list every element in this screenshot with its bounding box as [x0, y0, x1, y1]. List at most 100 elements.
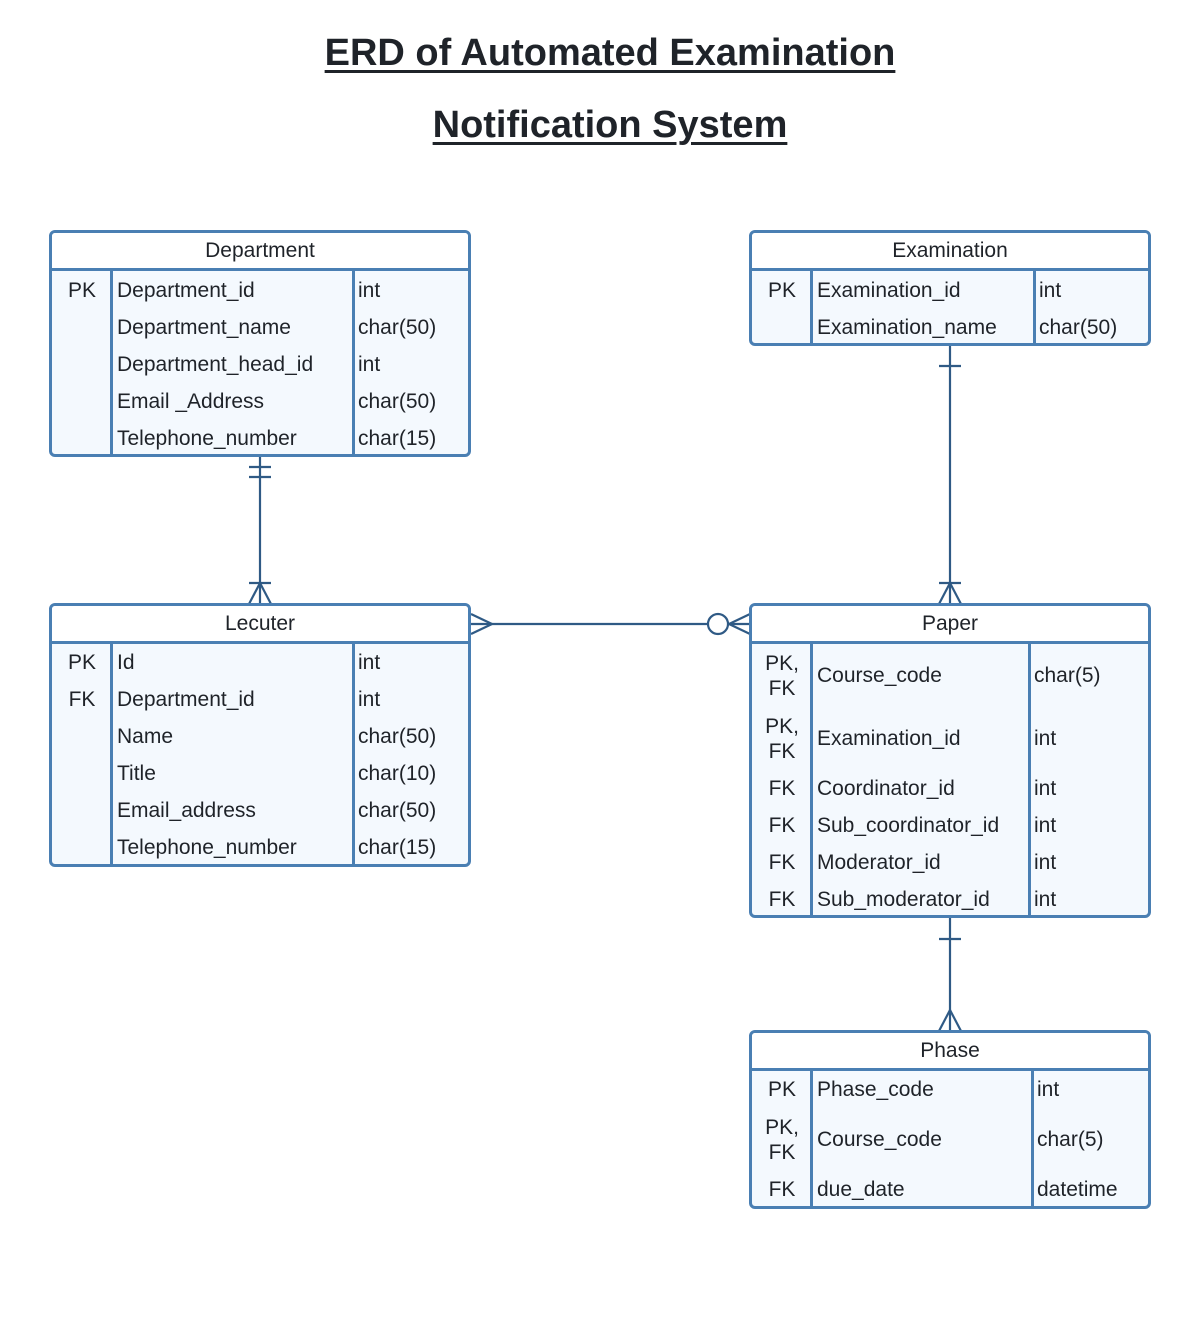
attribute-type: char(15): [358, 426, 437, 450]
attribute-type: int: [358, 687, 381, 711]
attribute-type: char(5): [1034, 663, 1101, 687]
attribute-type: char(50): [358, 389, 437, 413]
diagram-title-line1: ERD of Automated Examination: [324, 32, 896, 74]
attribute-row: PK Phase_code int: [752, 1071, 1148, 1108]
key-marker: FK: [768, 777, 796, 800]
rel-examination-paper: [938, 346, 962, 605]
attribute-type: char(5): [1037, 1127, 1104, 1151]
attribute-name: Name: [117, 724, 174, 748]
key-marker: FK: [768, 814, 796, 837]
crowfoot-left: [248, 582, 261, 605]
attribute-type: char(10): [358, 761, 437, 785]
attribute-type: int: [1034, 887, 1057, 911]
crowfoot-right: [949, 1009, 962, 1032]
key-marker: PK: [767, 1078, 796, 1101]
entity-title: Paper: [752, 606, 1148, 644]
attribute-name: Phase_code: [817, 1077, 934, 1101]
attribute-name: Examination_name: [817, 315, 997, 339]
attribute-name: Title: [117, 761, 156, 785]
attribute-row: PK,FK Course_code char(5): [752, 644, 1148, 707]
attribute-type: datetime: [1037, 1177, 1118, 1201]
attribute-type: int: [1034, 776, 1057, 800]
entity-paper: Paper PK,FK Course_code char(5) PK,FK Examin…: [749, 603, 1151, 918]
crowfoot-top-paper: [728, 613, 751, 625]
attribute-name: Examination_id: [817, 278, 961, 302]
attribute-name: Course_code: [817, 1127, 942, 1151]
attribute-name: Coordinator_id: [817, 776, 955, 800]
attribute-name: Department_name: [117, 315, 291, 339]
key-marker: FK: [768, 888, 796, 911]
attribute-row: FK Coordinator_id int: [752, 770, 1148, 807]
key-marker: PK: [67, 651, 96, 674]
key-marker: PK: [767, 279, 796, 302]
attribute-row: PK,FK Examination_id int: [752, 707, 1148, 770]
attribute-name: Department_id: [117, 278, 255, 302]
attribute-type: int: [1034, 726, 1057, 750]
key-marker: FK: [768, 851, 796, 874]
attribute-type: char(15): [358, 835, 437, 859]
attribute-name: due_date: [817, 1177, 905, 1201]
key-marker: PK,FK: [765, 1115, 799, 1164]
attribute-name: Telephone_number: [117, 426, 297, 450]
attribute-type: int: [1034, 813, 1057, 837]
attribute-name: Examination_id: [817, 726, 961, 750]
attribute-row: Telephone_number char(15): [52, 420, 468, 454]
attribute-row: FK Sub_coordinator_id int: [752, 807, 1148, 844]
rel-paper-phase: [938, 918, 962, 1032]
key-marker: PK,FK: [765, 714, 799, 763]
attribute-row: PK Id int: [52, 644, 468, 681]
attribute-name: Course_code: [817, 663, 942, 687]
attribute-name: Email_address: [117, 798, 256, 822]
attribute-name: Telephone_number: [117, 835, 297, 859]
attribute-type: char(50): [358, 798, 437, 822]
attribute-row: PK,FK Course_code char(5): [752, 1108, 1148, 1171]
attribute-name: Id: [117, 650, 135, 674]
zero-circle: [706, 612, 730, 636]
attribute-name: Moderator_id: [817, 850, 941, 874]
diagram-title-line2: Notification System: [432, 104, 788, 146]
attribute-name: Sub_moderator_id: [817, 887, 990, 911]
crowfoot-top: [470, 613, 493, 625]
attribute-type: int: [1039, 278, 1062, 302]
crowfoot-bottom: [470, 623, 493, 635]
entity-title: Phase: [752, 1033, 1148, 1071]
attribute-row: FK Sub_moderator_id int: [752, 881, 1148, 915]
key-marker: FK: [68, 688, 96, 711]
attribute-type: int: [358, 650, 381, 674]
attribute-name: Department_id: [117, 687, 255, 711]
entity-title: Examination: [752, 233, 1148, 271]
crowfoot-right: [259, 582, 272, 605]
attribute-row: Email _Address char(50): [52, 383, 468, 420]
attribute-row: Email_address char(50): [52, 792, 468, 829]
rel-department-lecuter: [248, 457, 272, 605]
attribute-row: PK Examination_id int: [752, 272, 1148, 309]
crowfoot-bottom-paper: [728, 623, 751, 635]
attribute-row: Telephone_number char(15): [52, 829, 468, 864]
crowfoot-left: [938, 582, 951, 605]
crowfoot-right: [949, 582, 962, 605]
attribute-name: Sub_coordinator_id: [817, 813, 1000, 837]
key-marker: PK,FK: [765, 651, 799, 700]
attribute-row: Title char(10): [52, 755, 468, 792]
attribute-type: int: [1037, 1077, 1060, 1101]
attribute-name: Department_head_id: [117, 352, 314, 376]
entity-body: PK,FK Course_code char(5) PK,FK Examination_…: [752, 644, 1148, 915]
entity-title: Lecuter: [52, 606, 468, 644]
attribute-name: Email _Address: [117, 389, 265, 413]
